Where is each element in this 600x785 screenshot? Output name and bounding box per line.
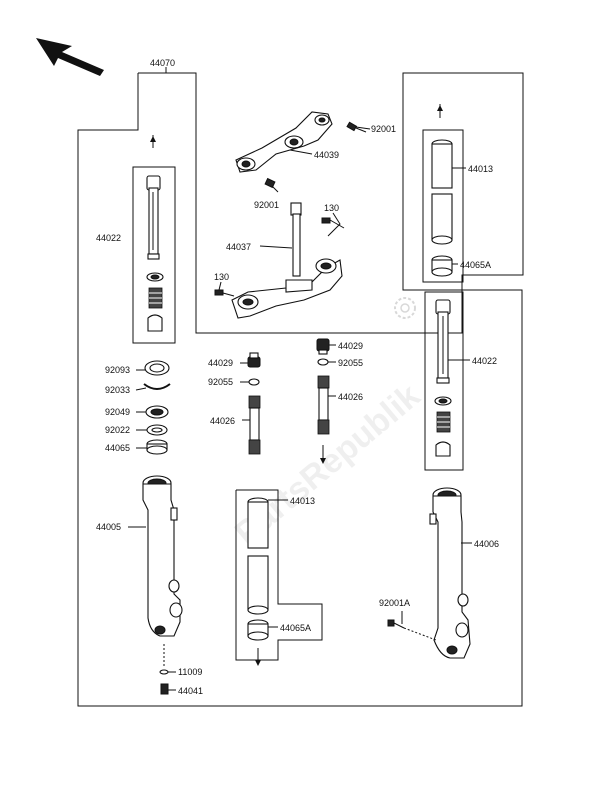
- part-label-44070: 44070: [150, 58, 175, 68]
- part-label-92022: 92022: [105, 425, 130, 435]
- part-label-92033: 92033: [105, 385, 130, 395]
- part-label-44065A: 44065A: [460, 260, 491, 270]
- part-label-44065: 44065: [105, 443, 130, 453]
- part-label-92093: 92093: [105, 365, 130, 375]
- washer-right: [434, 396, 452, 406]
- part-label-44022: 44022: [96, 233, 121, 243]
- part-label-44013: 44013: [468, 164, 493, 174]
- tube-group-box-right: [424, 291, 464, 471]
- spring-right: [317, 375, 330, 435]
- washer-left: [146, 272, 164, 282]
- bushing-center: [247, 619, 269, 641]
- part-label-130: 130: [324, 203, 339, 213]
- part-label-44029: 44029: [338, 341, 363, 351]
- bolt-92001-mid: [264, 177, 279, 193]
- inner-tube-left: [146, 175, 161, 260]
- retaining-ring: [143, 383, 171, 390]
- bolt-92001-upper: [346, 121, 367, 133]
- o-ring-right: [317, 358, 329, 366]
- bushing-right-top: [431, 255, 453, 277]
- part-label-44037: 44037: [226, 242, 251, 252]
- part-label-44026: 44026: [210, 416, 235, 426]
- part-label-44041: 44041: [178, 686, 203, 696]
- dust-seal: [144, 360, 170, 376]
- leader: [135, 387, 147, 391]
- steering-stem: [231, 202, 343, 319]
- part-label-44022: 44022: [472, 356, 497, 366]
- leader: [327, 212, 341, 237]
- washer-92022: [146, 424, 168, 436]
- drain-washer: [159, 669, 169, 675]
- part-label-92055: 92055: [208, 377, 233, 387]
- part-label-92055: 92055: [338, 358, 363, 368]
- part-label-44039: 44039: [314, 150, 339, 160]
- rebound-spring-left: [148, 287, 163, 309]
- part-label-44026: 44026: [338, 392, 363, 402]
- piston-left: [147, 314, 163, 332]
- oil-seal: [145, 405, 169, 419]
- part-label-44005: 44005: [96, 522, 121, 532]
- part-label-130: 130: [214, 272, 229, 282]
- rebound-spring-right: [436, 411, 451, 433]
- outer-fork-leg-left: [142, 475, 183, 637]
- tube-group-box-right-top: [422, 129, 464, 283]
- drain-bolt: [160, 683, 169, 695]
- outer-tube-center: [247, 497, 269, 615]
- front-direction-arrow-icon: [36, 38, 104, 76]
- tube-group-box-center: [235, 489, 323, 661]
- spring-left: [248, 395, 261, 455]
- leader: [289, 149, 313, 155]
- part-label-92049: 92049: [105, 407, 130, 417]
- outer-tube-right-top: [431, 139, 453, 245]
- part-label-44029: 44029: [208, 358, 233, 368]
- leader: [259, 245, 293, 249]
- part-label-92001A: 92001A: [379, 598, 410, 608]
- part-label-11009: 11009: [178, 667, 202, 677]
- inner-tube-right: [435, 299, 451, 384]
- bolt-130-right: [321, 217, 345, 229]
- upper-bracket: [235, 111, 333, 173]
- part-label-92001: 92001: [254, 200, 279, 210]
- leader: [218, 281, 222, 291]
- assembly-outline: [77, 72, 524, 707]
- leader: [403, 627, 437, 641]
- part-label-44013: 44013: [290, 496, 315, 506]
- watermark-gear-icon: [394, 297, 416, 319]
- piston-right: [435, 441, 451, 457]
- part-label-44065A: 44065A: [280, 623, 311, 633]
- fork-cap-left: [247, 352, 261, 368]
- leader: [355, 126, 371, 130]
- tube-group-box-left: [132, 166, 176, 344]
- part-label-44006: 44006: [474, 539, 499, 549]
- bushing-44065: [146, 439, 168, 455]
- part-label-92001: 92001: [371, 124, 396, 134]
- fork-cap-right: [316, 338, 330, 355]
- bolt-92001A: [387, 619, 405, 629]
- o-ring-left: [248, 378, 260, 386]
- outer-fork-leg-right: [429, 487, 471, 659]
- bolt-130-left: [214, 289, 235, 297]
